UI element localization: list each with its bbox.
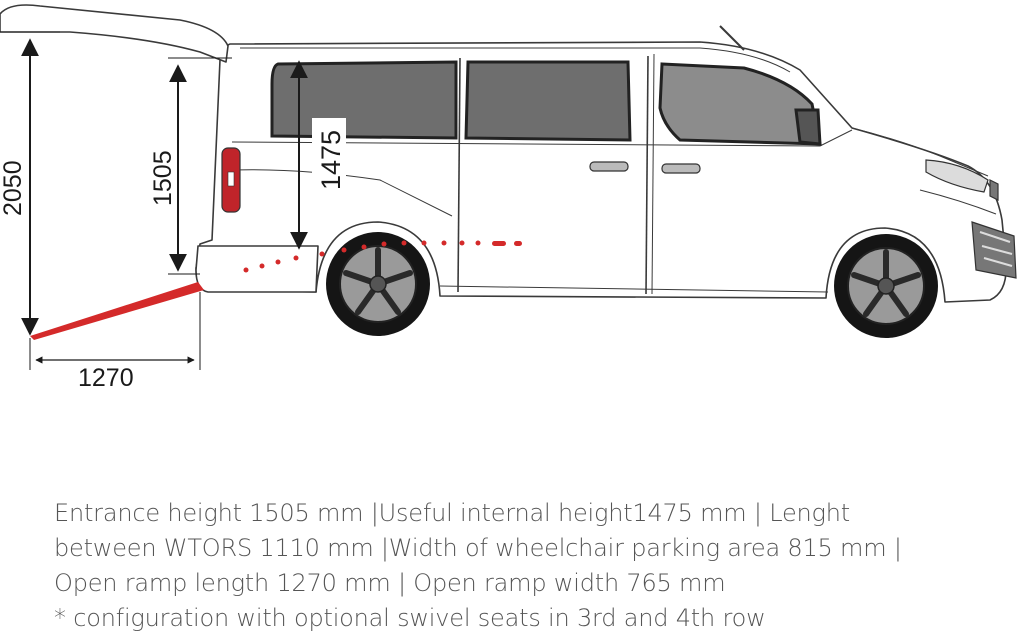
door-handles [589, 161, 701, 174]
rear-light [221, 147, 241, 213]
dimension-lines [0, 31, 308, 370]
caption-line: between WTORS 1110 mm |Width of wheelcha… [54, 534, 902, 562]
front-wheel [834, 234, 938, 338]
internal-height-label-bg [312, 118, 346, 194]
rear-wheel [326, 232, 430, 336]
headlight [925, 159, 1017, 279]
overall-height-label: 2050 [0, 160, 27, 216]
ramp-length-label: 1270 [78, 364, 134, 392]
vehicle-dimension-diagram: 2050 1505 1475 1270 [0, 4, 1017, 392]
caption-line: Entrance height 1505 mm |Useful internal… [54, 499, 850, 527]
internal-height-label: 1475 [316, 130, 346, 190]
specification-caption: Entrance height 1505 mm |Useful internal… [54, 496, 1014, 636]
entrance-height-label: 1505 [149, 150, 177, 206]
van-windows [270, 60, 822, 146]
ramp [30, 282, 204, 340]
caption-line: Open ramp length 1270 mm | Open ramp wid… [54, 569, 726, 597]
caption-footnote: * configuration with optional swivel sea… [54, 604, 766, 632]
floor-dotted-line [243, 240, 522, 273]
